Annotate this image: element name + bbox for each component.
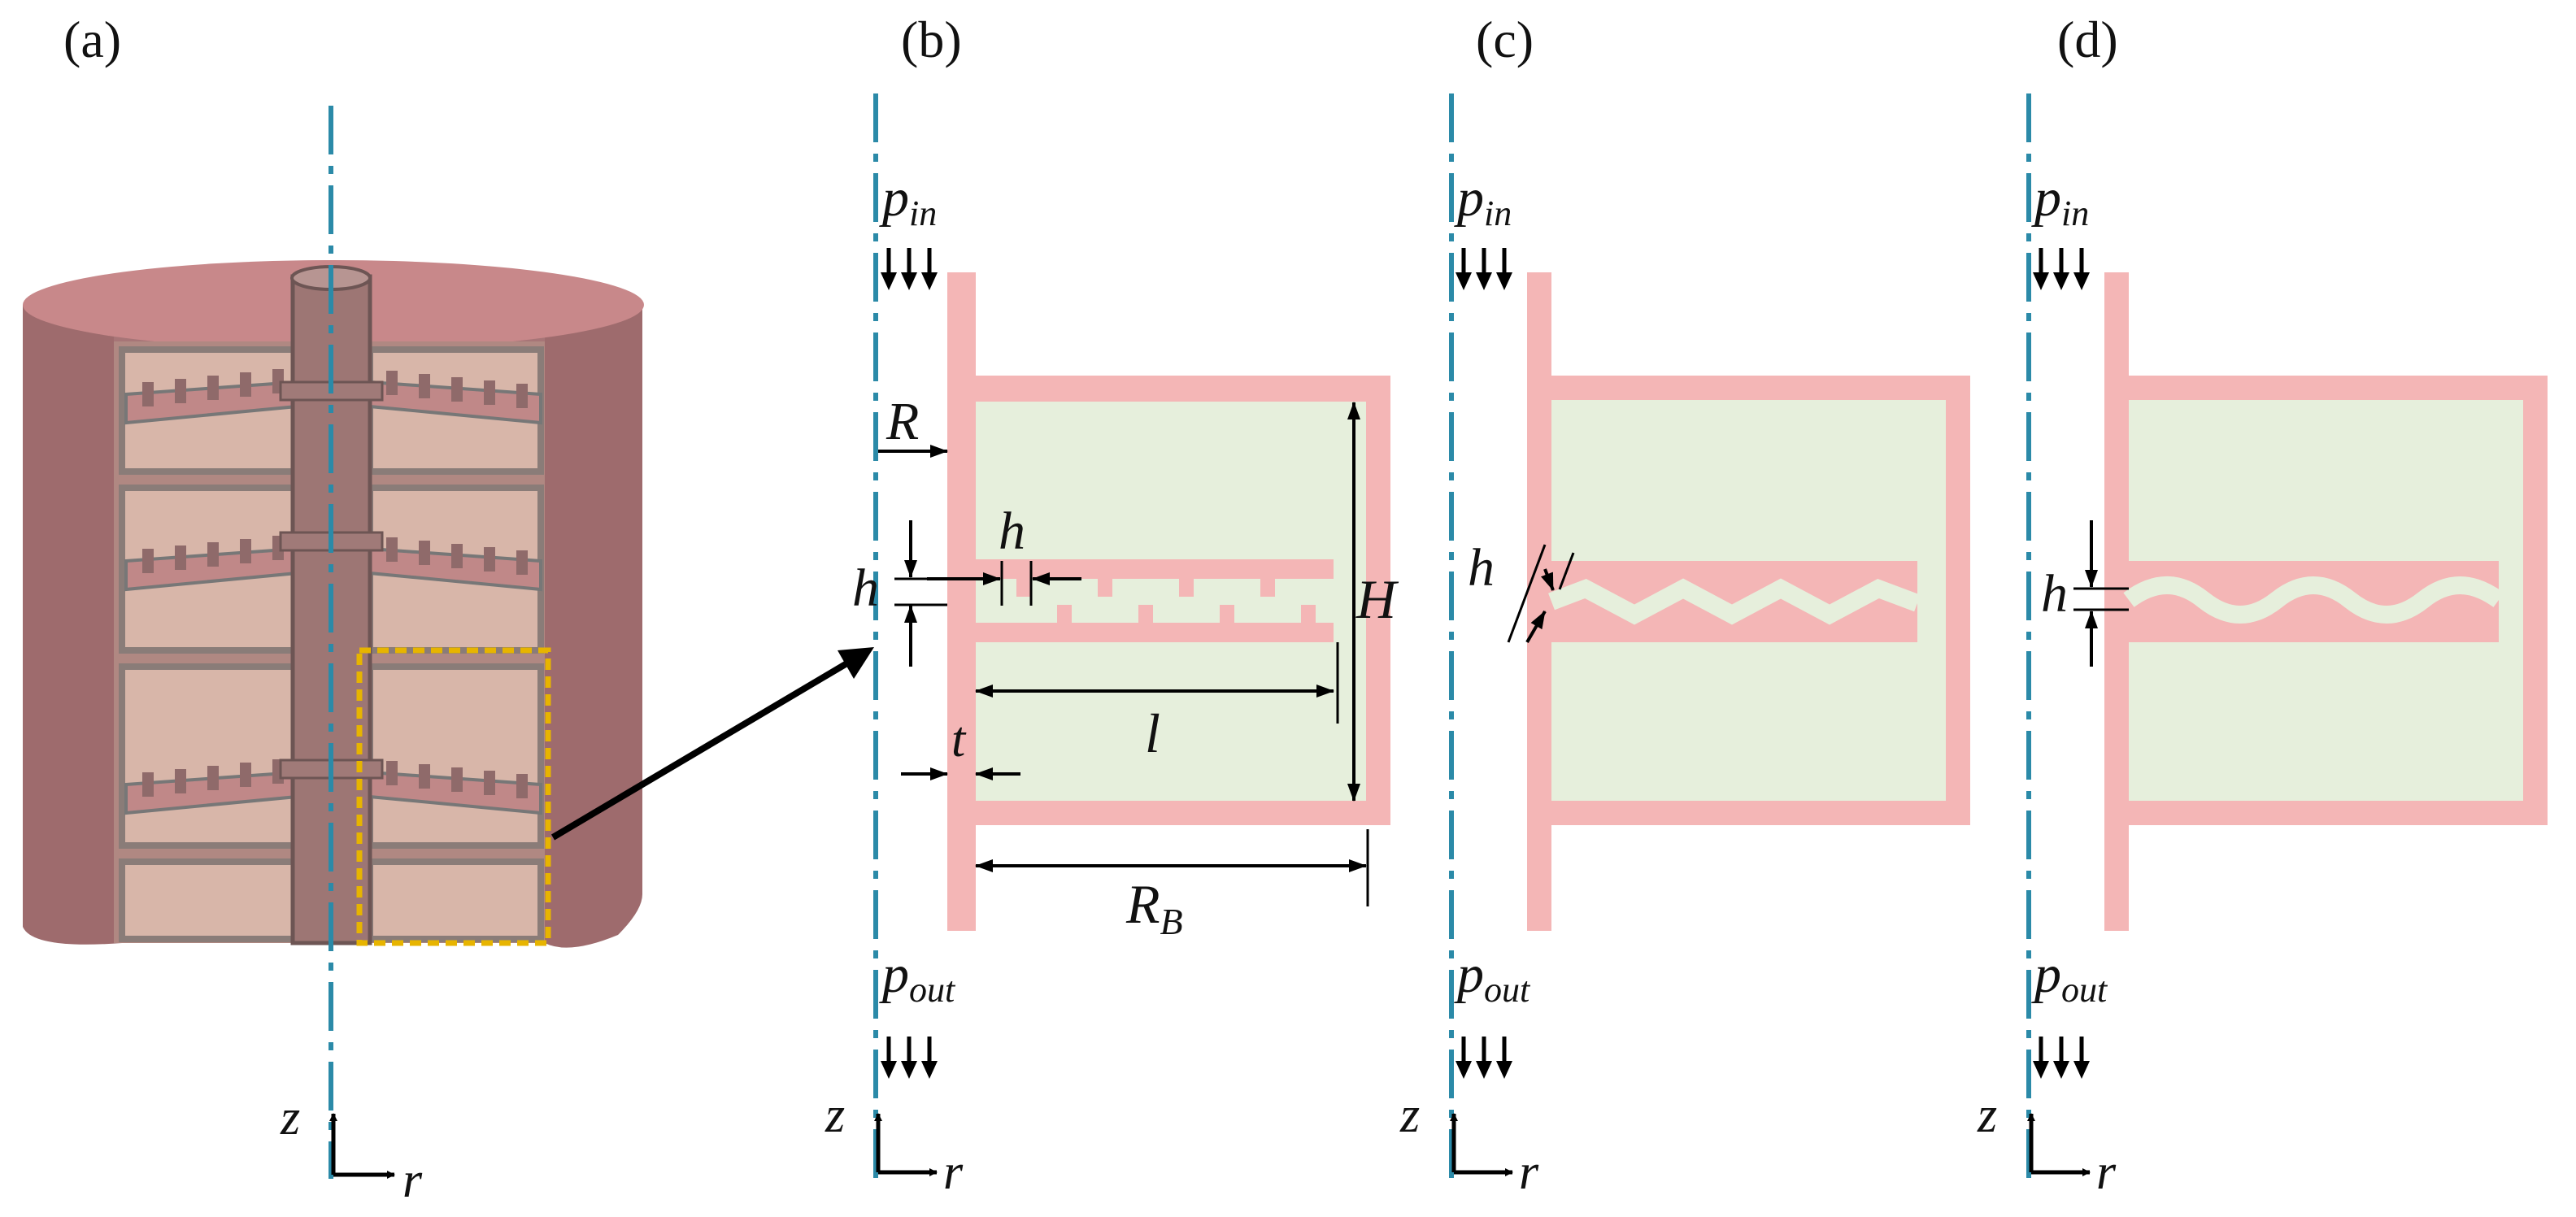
panel-label-b: (b) — [901, 11, 962, 68]
dimension-h-d: h — [2041, 520, 2129, 667]
svg-text:R: R — [886, 392, 919, 451]
dimension-h-horizontal: h — [927, 502, 1081, 606]
axis-label-r: r — [402, 1153, 423, 1208]
baffle-b — [947, 559, 1334, 642]
svg-text:r: r — [943, 1145, 964, 1200]
dimension-h-vertical: h — [852, 520, 947, 667]
dimension-R: R — [878, 392, 948, 458]
svg-text:h: h — [999, 502, 1025, 561]
dimension-l: l — [975, 642, 1339, 764]
svg-text:z: z — [1977, 1088, 1997, 1143]
triple-down-arrow-icon — [2033, 248, 2090, 290]
svg-text:pin: pin — [1454, 168, 1512, 233]
dimension-t: t — [901, 712, 1020, 780]
z-r-axes-icon: z r — [825, 1088, 964, 1200]
svg-text:h: h — [852, 559, 879, 618]
axis-label-z: z — [280, 1090, 300, 1145]
svg-text:pout: pout — [879, 945, 956, 1010]
baffle-d — [2104, 561, 2504, 642]
svg-text:z: z — [825, 1088, 845, 1143]
svg-text:pout: pout — [2031, 945, 2108, 1010]
svg-text:r: r — [2096, 1145, 2117, 1200]
panel-d: (d) pin pout — [1977, 11, 2548, 1200]
dimension-RB: RB — [975, 829, 1369, 942]
triple-down-arrow-icon — [881, 1037, 938, 1079]
triple-down-arrow-icon — [1456, 248, 1512, 290]
svg-text:RB: RB — [1125, 873, 1183, 942]
z-r-axes-icon: z r — [280, 1090, 423, 1208]
panel-c: (c) pin pout — [1399, 11, 1970, 1200]
inlet-label-c: pin — [1454, 168, 1512, 233]
wall-b — [947, 272, 1390, 931]
fluid-b — [976, 402, 1366, 801]
dimension-h-c: h — [1468, 538, 1575, 644]
triple-down-arrow-icon — [1456, 1037, 1512, 1079]
svg-text:pin: pin — [879, 168, 937, 233]
callout-arrow-head — [838, 647, 874, 679]
z-r-axes-icon: z r — [1977, 1088, 2117, 1200]
svg-text:pin: pin — [2031, 168, 2089, 233]
panel-label-d: (d) — [2057, 11, 2118, 68]
panel-a: (a) — [23, 11, 874, 1208]
inlet-label-d: pin — [2031, 168, 2089, 233]
highlight-box — [356, 647, 551, 946]
svg-text:h: h — [2041, 564, 2068, 624]
svg-text:pout: pout — [1454, 945, 1531, 1010]
outlet-label-d: pout — [2031, 945, 2108, 1010]
svg-text:r: r — [1519, 1145, 1539, 1200]
svg-text:H: H — [1355, 568, 1399, 630]
triple-down-arrow-icon — [2033, 1037, 2090, 1079]
outlet-label-b: pout — [879, 945, 956, 1010]
panel-label-a: (a) — [63, 11, 121, 68]
dimension-H: H — [1347, 402, 1399, 802]
panel-label-c: (c) — [1476, 11, 1534, 68]
svg-text:h: h — [1468, 538, 1495, 598]
z-r-axes-icon: z r — [1399, 1088, 1539, 1200]
svg-text:l: l — [1145, 702, 1160, 764]
callout-arrow-icon — [550, 654, 860, 841]
svg-text:t: t — [951, 712, 967, 767]
triple-down-arrow-icon — [881, 248, 938, 290]
panel-b: (b) pin — [825, 11, 1399, 1200]
baffle-c — [1527, 561, 1921, 642]
svg-text:z: z — [1399, 1088, 1420, 1143]
outlet-label-c: pout — [1454, 945, 1531, 1010]
inlet-label-b: pin — [879, 168, 937, 233]
